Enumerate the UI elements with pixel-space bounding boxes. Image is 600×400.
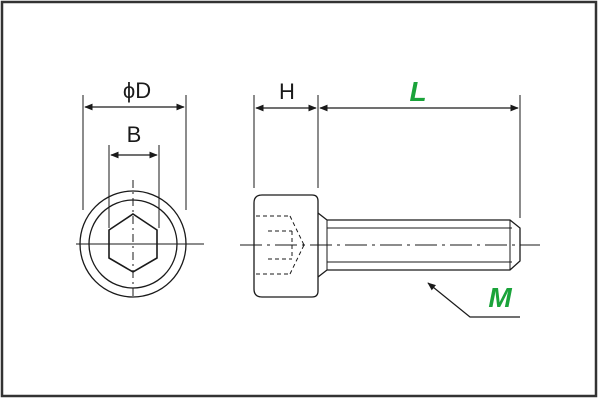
m-label: M	[488, 282, 512, 313]
l-label: L	[409, 76, 426, 107]
b-label: B	[127, 122, 142, 147]
side-view	[240, 95, 540, 298]
end-view	[76, 95, 204, 300]
h-label: H	[279, 79, 295, 104]
screw-head-outline	[253, 194, 319, 298]
d-label: ϕD	[123, 78, 151, 103]
m-leader-line	[427, 282, 520, 318]
